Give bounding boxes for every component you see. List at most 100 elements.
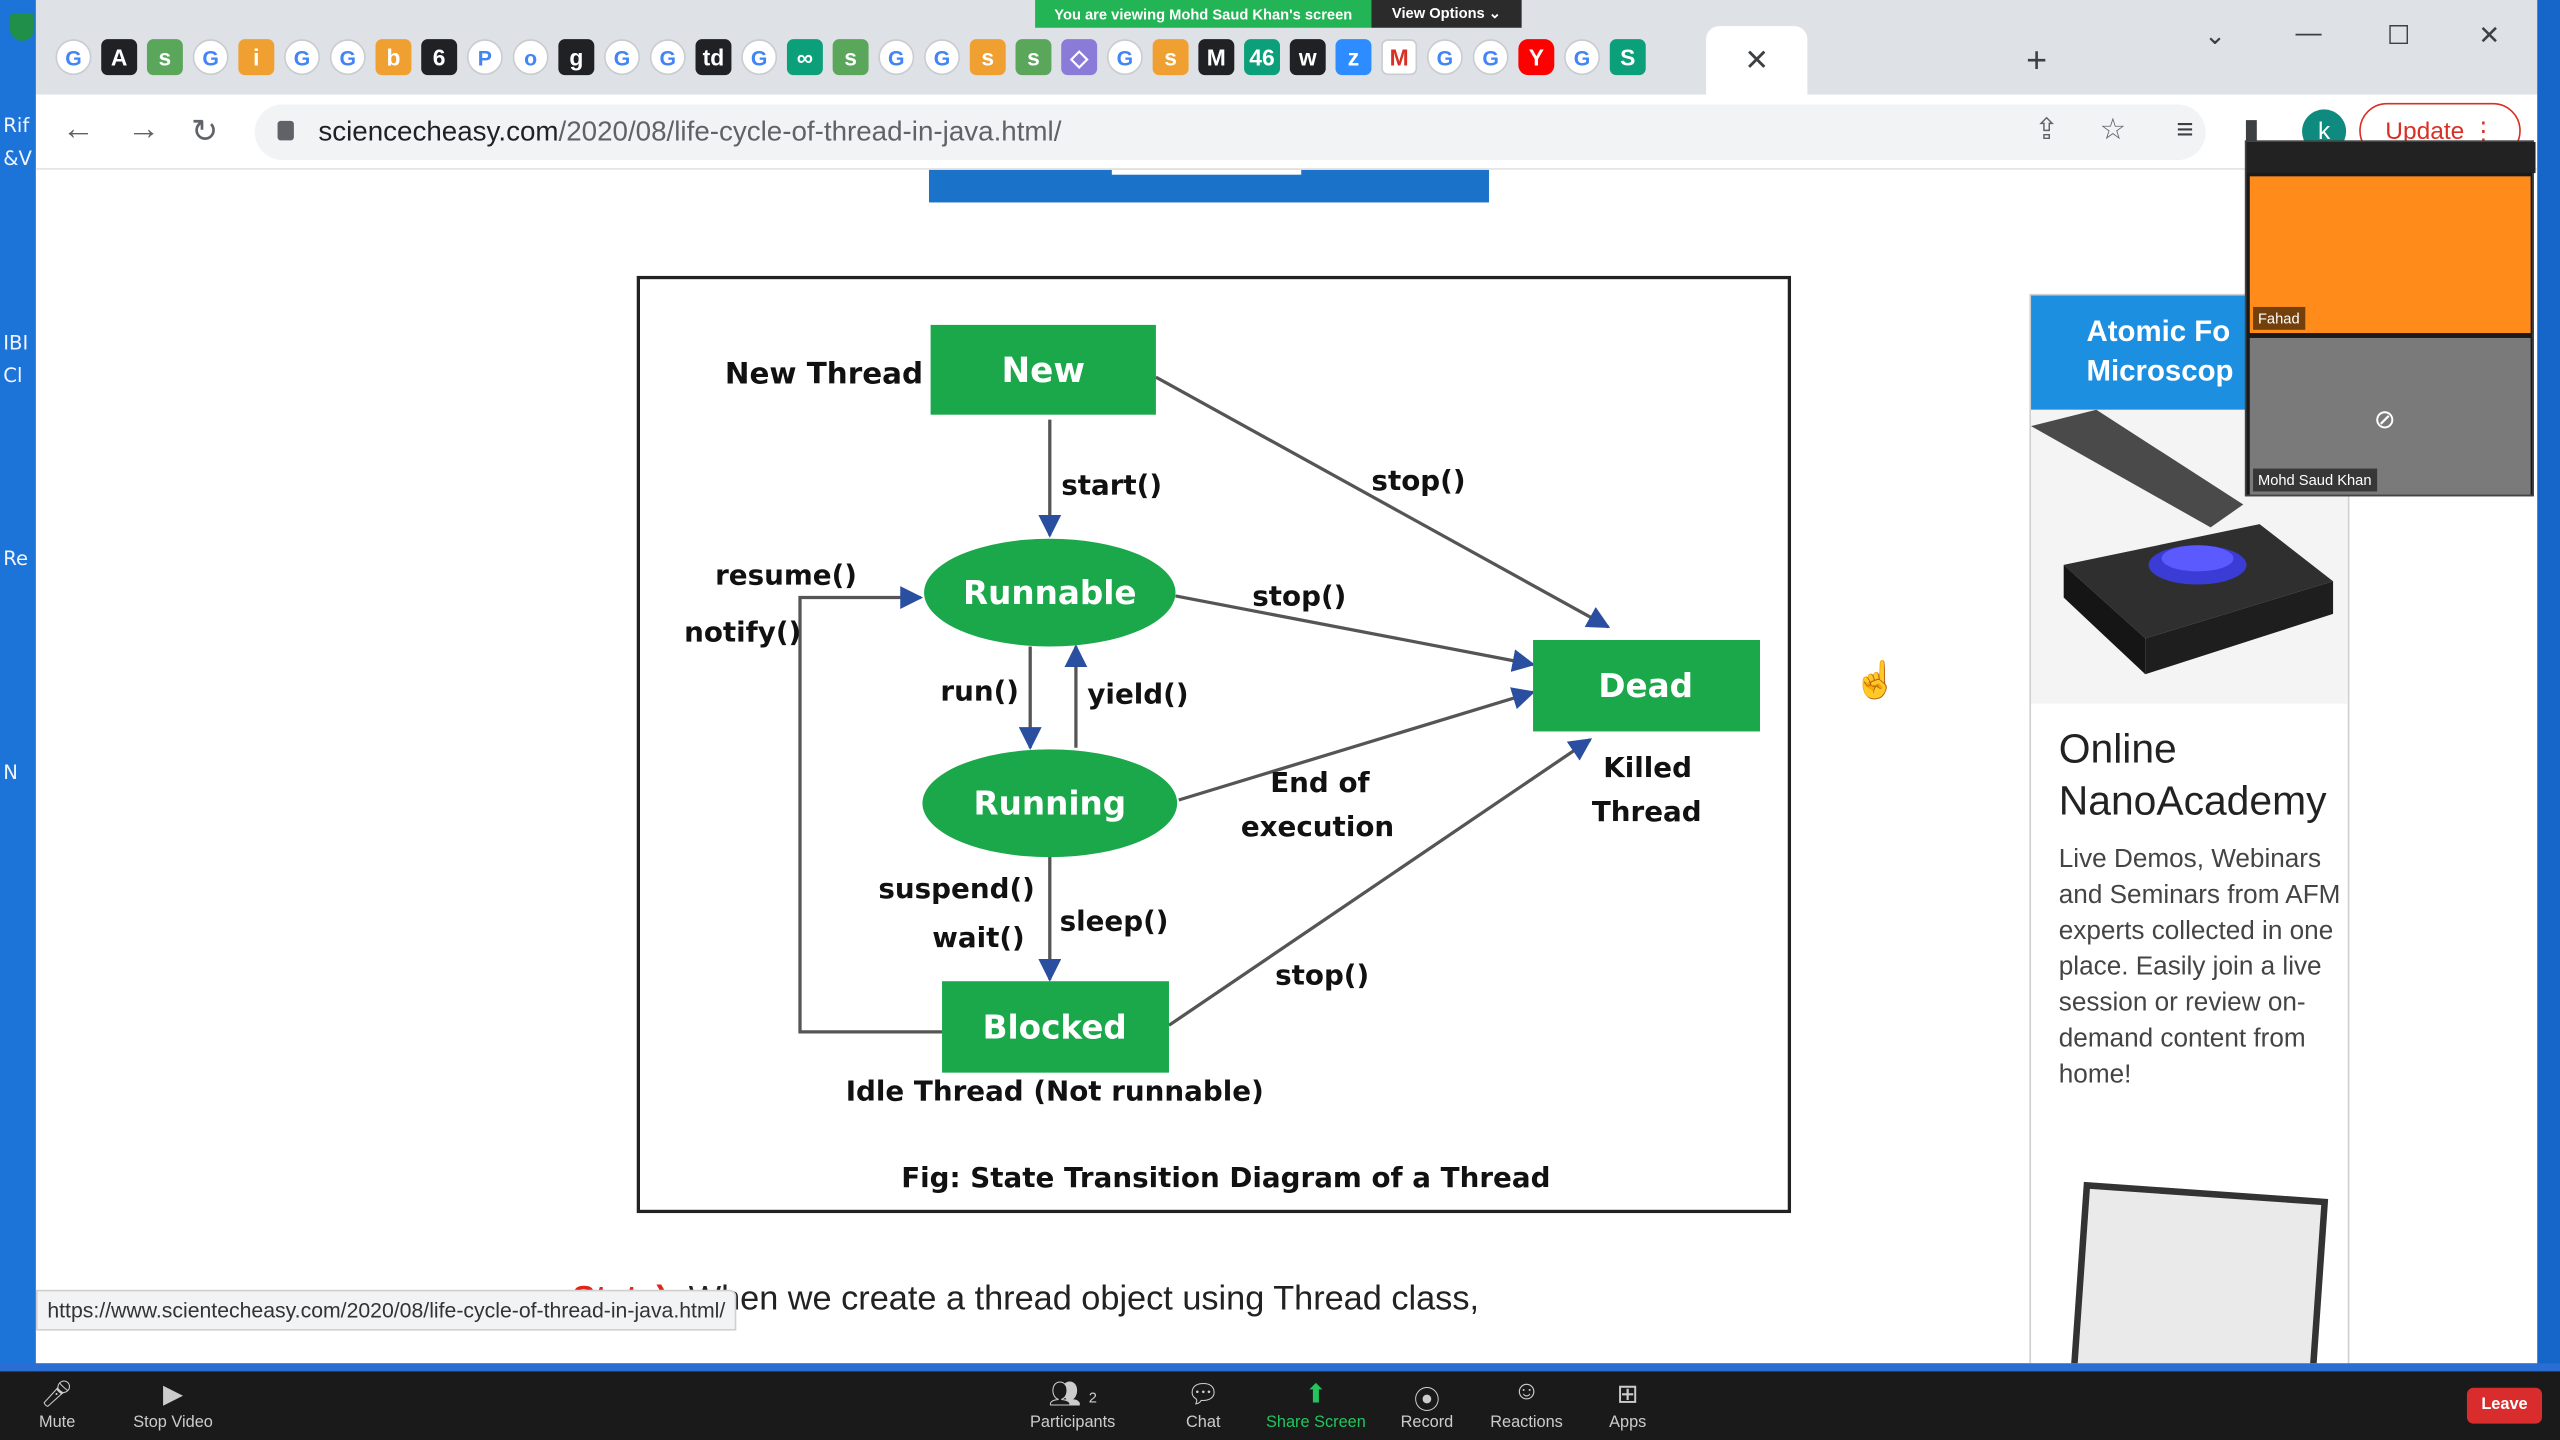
label-suspend: suspend() [878, 872, 1034, 905]
close-window-button[interactable]: ✕ [2478, 22, 2501, 51]
label-notify: notify() [684, 616, 801, 649]
ad-presentation-image [2070, 1181, 2329, 1364]
tab-favicon-icon[interactable]: Y [1518, 39, 1555, 76]
label-stop-bottom: stop() [1275, 958, 1369, 991]
tab-search-icon[interactable]: ⌄ [2204, 22, 2226, 51]
participants-button[interactable]: 👥︎ 2 Participants [1007, 1378, 1138, 1432]
tab-favicon-icon[interactable]: s [146, 39, 183, 76]
tab-favicon-icon[interactable]: td [695, 39, 732, 76]
label-stop-top: stop() [1371, 464, 1465, 497]
tab-favicon-icon[interactable]: ∞ [786, 39, 823, 76]
tab-favicon-icon[interactable]: 46 [1244, 39, 1280, 76]
tab-favicon-icon[interactable]: G [604, 39, 640, 76]
sidebar-icon[interactable]: ▮ [2243, 112, 2260, 146]
ad-microscope-image [2031, 409, 2348, 704]
tab-favicon-icon[interactable]: s [1015, 39, 1052, 76]
mute-button[interactable]: 🎤︎ Mute [0, 1378, 122, 1432]
desktop-icon-label: Re [3, 546, 29, 570]
maximize-button[interactable]: ☐ [2386, 22, 2411, 51]
tab-favicon-icon[interactable]: G [649, 39, 686, 76]
bookmark-star-icon[interactable]: ☆ [2099, 112, 2126, 146]
microphone-icon: 🎤︎ [40, 1381, 74, 1409]
address-bar[interactable]: sciencecheasy.com/2020/08/life-cycle-of-… [254, 104, 2206, 160]
back-button[interactable]: ← [62, 111, 95, 147]
reactions-button[interactable]: ☺︎ Reactions [1461, 1378, 1592, 1432]
minimize-button[interactable]: — [2295, 19, 2322, 48]
zoom-share-banner: You are viewing Mohd Saud Khan's screen … [1035, 0, 1522, 28]
tab-favicon-icon[interactable]: b [375, 39, 412, 76]
ad-body-text: Live Demos, Webinars and Seminars from A… [2058, 845, 2341, 1089]
reading-list-icon[interactable]: ≡ [2176, 112, 2194, 146]
close-tab-icon[interactable]: ✕ [1744, 43, 1770, 76]
tab-favicon-icon[interactable]: s [832, 39, 869, 76]
chat-icon: 💬︎ [1186, 1381, 1220, 1409]
tab-favicon-icon[interactable]: G [1426, 39, 1463, 76]
tab-favicon-icon[interactable]: G [924, 39, 960, 76]
label-sleep: sleep() [1060, 905, 1169, 938]
share-screen-button[interactable]: ⬆︎ Share Screen [1251, 1378, 1382, 1432]
node-label-new: New [1001, 351, 1085, 391]
tab-favicon-icon[interactable]: G [1472, 39, 1509, 76]
node-label-blocked: Blocked [983, 1008, 1127, 1046]
tab-favicon-icon[interactable]: s [969, 39, 1006, 76]
video-camera-icon: ▶︎ [163, 1381, 184, 1409]
label-run: run() [940, 674, 1019, 707]
tab-favicon-icon[interactable]: s [1152, 39, 1189, 76]
tab-favicon-icon[interactable]: M [1198, 39, 1235, 76]
status-bar-url: https://www.scientecheasy.com/2020/08/li… [35, 1289, 737, 1331]
tab-favicon-icon[interactable]: S [1609, 39, 1646, 76]
url-text[interactable]: sciencecheasy.com/2020/08/life-cycle-of-… [318, 116, 1061, 149]
node-label-runnable: Runnable [963, 574, 1137, 612]
tab-favicon-icon[interactable]: w [1289, 39, 1326, 76]
apps-button[interactable]: ⊞ Apps [1562, 1378, 1693, 1432]
tab-favicon-icon[interactable]: G [329, 39, 366, 76]
chat-button[interactable]: 💬︎ Chat [1138, 1378, 1269, 1432]
tab-favicon-icon[interactable]: o [512, 39, 549, 76]
tab-favicon-icon[interactable]: g [558, 39, 595, 76]
share-icon[interactable]: ⇪ [2034, 112, 2059, 146]
view-options-button[interactable]: View Options ⌄ [1371, 0, 1522, 28]
taskbar-strip [0, 1363, 2560, 1372]
new-tab-button[interactable]: + [2026, 39, 2048, 80]
desktop-icon-label: Rif [3, 114, 30, 138]
tab-favicon-icon[interactable]: G [741, 39, 778, 76]
tab-favicon-icon[interactable]: M [1381, 39, 1418, 76]
tab-favicon-icon[interactable]: G [55, 39, 92, 76]
label-stop-mid: stop() [1252, 580, 1346, 613]
tab-favicon-icon[interactable]: G [284, 39, 320, 76]
security-shield-icon [9, 13, 35, 41]
stop-video-label: Stop Video [133, 1413, 213, 1432]
node-dead [1533, 640, 1760, 732]
label-yield: yield() [1087, 678, 1188, 711]
browser-toolbar: ← → ↻ sciencecheasy.com/2020/08/life-cyc… [35, 94, 2538, 170]
tab-favicon-icon[interactable]: 6 [421, 39, 458, 76]
tab-favicon-icon[interactable]: G [1106, 39, 1143, 76]
tab-favicon-icon[interactable]: ◇ [1061, 39, 1098, 76]
apps-label: Apps [1609, 1413, 1647, 1432]
active-tab[interactable]: ✕ [1706, 26, 1808, 95]
node-runnable [924, 538, 1176, 647]
tab-favicon-icon[interactable]: P [466, 39, 503, 76]
stop-video-button[interactable]: ▶︎ Stop Video [108, 1378, 239, 1432]
label-killed-thread: Thread [1592, 795, 1702, 828]
tab-favicon-icon[interactable]: A [101, 39, 138, 76]
tab-favicon-icon[interactable]: i [238, 39, 275, 76]
video-thumbnail-panel[interactable]: Fahad ⊘ Mohd Saud Khan [2244, 140, 2536, 497]
forward-button[interactable]: → [127, 111, 160, 147]
tab-favicon-icon[interactable]: G [1564, 39, 1600, 76]
video-panel-toolbar [2246, 142, 2536, 174]
record-label: Record [1400, 1413, 1454, 1432]
tab-favicon-icon[interactable]: z [1335, 39, 1372, 76]
reload-button[interactable]: ↻ [191, 114, 219, 151]
tab-favicon-icon[interactable]: G [878, 39, 915, 76]
tab-favicon-icon[interactable]: G [192, 39, 229, 76]
article-text: When we create a thread object using Thr… [679, 1280, 1480, 1318]
leave-button[interactable]: Leave [2466, 1387, 2543, 1424]
chat-label: Chat [1186, 1413, 1221, 1432]
record-button[interactable]: ⦿ Record [1362, 1378, 1493, 1432]
